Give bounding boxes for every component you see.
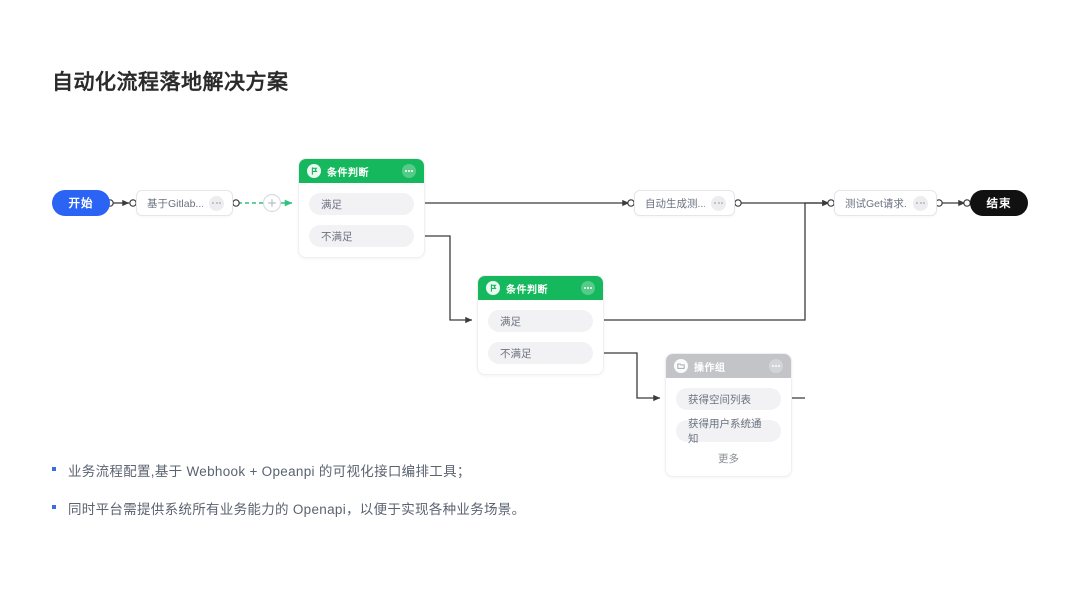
bullet-text: 同时平台需提供系统所有业务能力的 Openapi，以便于实现各种业务场景。 (68, 502, 526, 517)
ellipsis-icon[interactable] (209, 195, 224, 211)
add-node-button (262, 193, 282, 213)
flow-canvas[interactable]: 开始 结束 基于Gitlab... 自动生成测... 测试Get请求... 条件… (0, 130, 1080, 477)
bullet-marker-icon (52, 467, 56, 471)
flow-condition-group-2[interactable]: 条件判断 满足 不满足 (477, 275, 604, 375)
group-title: 条件判断 (327, 167, 369, 179)
ellipsis-icon[interactable] (769, 359, 783, 373)
page-title: 自动化流程落地解决方案 (52, 71, 289, 94)
list-item: 业务流程配置,基于 Webhook + Opeanpi 的可视化接口编排工具； (52, 460, 525, 480)
group-title: 操作组 (694, 362, 726, 374)
operation-row-space-list[interactable]: 获得空间列表 (676, 388, 781, 410)
flag-icon (307, 164, 321, 178)
ellipsis-icon[interactable] (913, 195, 928, 211)
bullet-text: 业务流程配置,基于 Webhook + Opeanpi 的可视化接口编排工具； (68, 464, 471, 479)
flow-start-label: 开始 (68, 198, 94, 210)
group-header: 条件判断 (478, 276, 603, 300)
condition-row-unsatisfied[interactable]: 不满足 (309, 225, 414, 247)
flow-start-node[interactable]: 开始 (52, 190, 110, 216)
flow-task-node-getrequest[interactable]: 测试Get请求... (834, 190, 937, 216)
flow-end-node[interactable]: 结束 (970, 190, 1028, 216)
flow-task-node-autogen[interactable]: 自动生成测... (634, 190, 735, 216)
ellipsis-icon[interactable] (402, 164, 416, 178)
flow-task-label: 基于Gitlab... (147, 197, 203, 210)
group-header: 条件判断 (299, 159, 424, 183)
group-title: 条件判断 (506, 284, 548, 296)
flow-condition-group-1[interactable]: 条件判断 满足 不满足 (298, 158, 425, 258)
ellipsis-icon[interactable] (581, 281, 595, 295)
ellipsis-icon[interactable] (711, 195, 726, 211)
condition-row-unsatisfied[interactable]: 不满足 (488, 342, 593, 364)
condition-row-satisfied[interactable]: 满足 (309, 193, 414, 215)
flow-end-label: 结束 (986, 198, 1012, 210)
list-item: 同时平台需提供系统所有业务能力的 Openapi，以便于实现各种业务场景。 (52, 498, 525, 518)
flag-icon (486, 281, 500, 295)
condition-row-satisfied[interactable]: 满足 (488, 310, 593, 332)
flow-task-node-gitlab[interactable]: 基于Gitlab... (136, 190, 233, 216)
folder-icon (674, 359, 688, 373)
operation-more-label[interactable]: 更多 (718, 452, 739, 465)
bullet-list: 业务流程配置,基于 Webhook + Opeanpi 的可视化接口编排工具； … (52, 460, 525, 536)
group-header: 操作组 (666, 354, 791, 378)
bullet-marker-icon (52, 505, 56, 509)
flow-task-label: 自动生成测... (645, 197, 705, 210)
flow-task-label: 测试Get请求... (845, 197, 907, 210)
flow-operation-group[interactable]: 操作组 获得空间列表 获得用户系统通知 更多 (665, 353, 792, 477)
operation-row-user-notification[interactable]: 获得用户系统通知 (676, 418, 781, 445)
